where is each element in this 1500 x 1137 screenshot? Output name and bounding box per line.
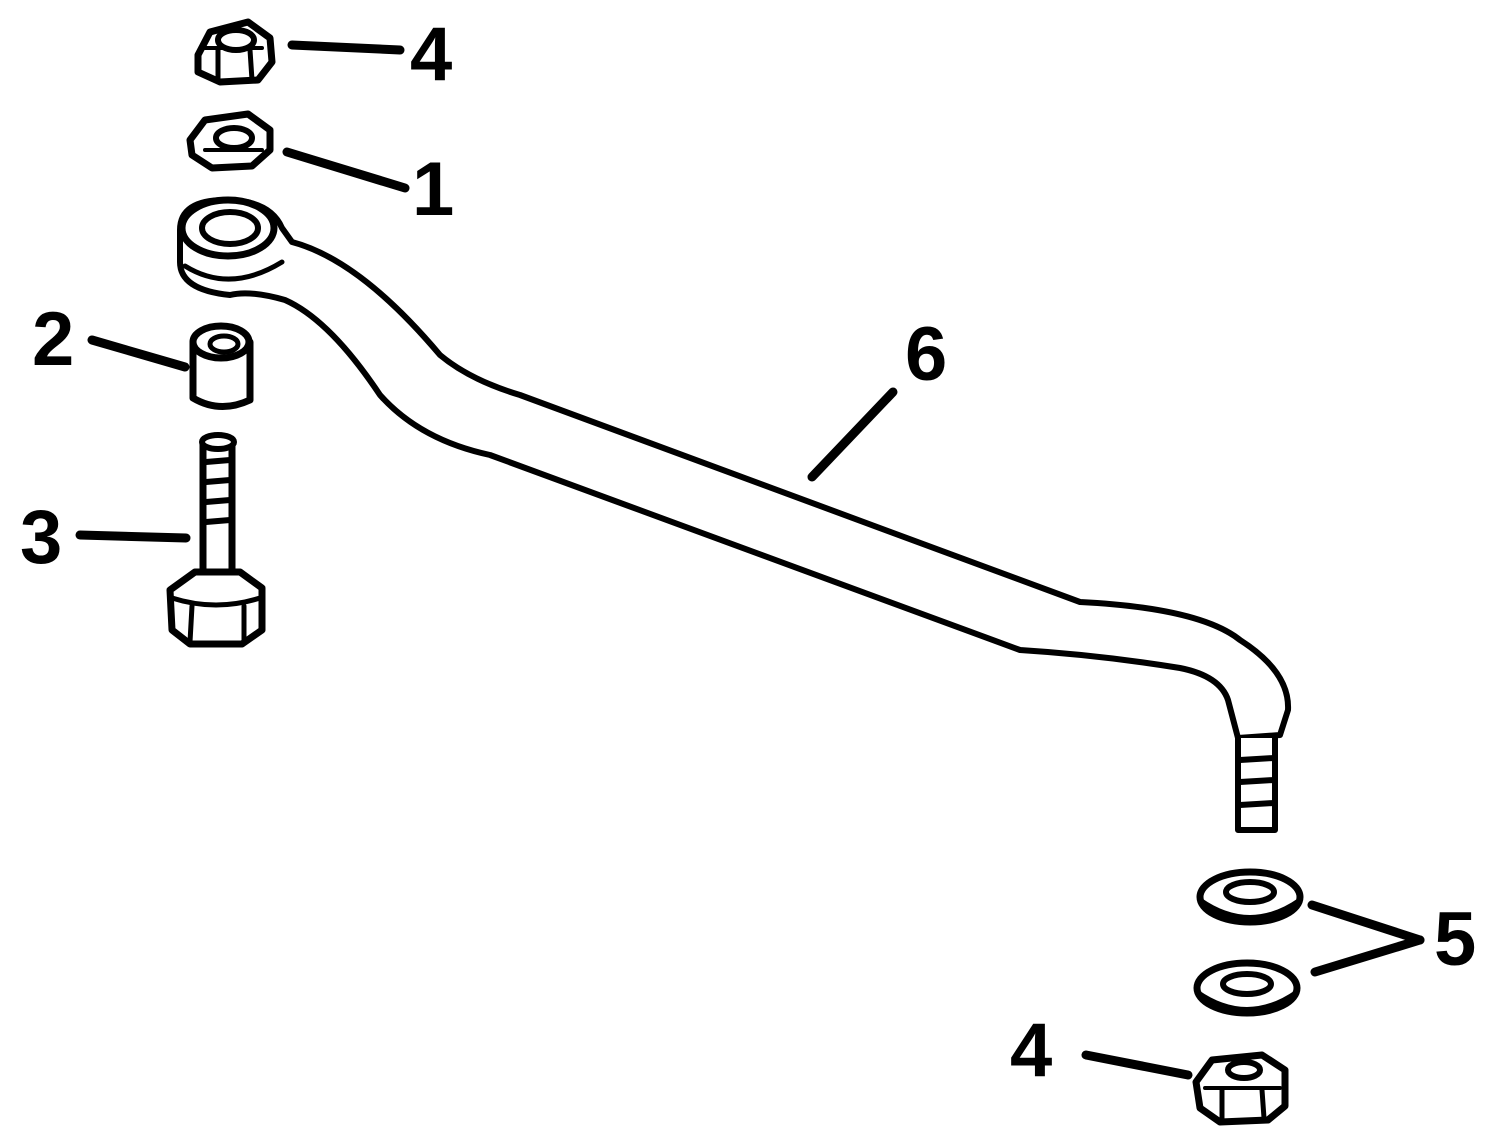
callout-5: 5 bbox=[1434, 897, 1476, 982]
washer-lower bbox=[1193, 959, 1301, 1017]
leader-5-upper bbox=[1307, 900, 1425, 945]
callout-4-top: 4 bbox=[410, 12, 452, 97]
callout-6: 6 bbox=[905, 312, 947, 397]
spacer-bushing bbox=[189, 322, 254, 410]
leader-4-top bbox=[287, 40, 405, 55]
leader-3 bbox=[75, 530, 191, 543]
callout-4-bottom: 4 bbox=[1010, 1008, 1052, 1093]
leader-1 bbox=[282, 147, 410, 193]
leader-4-bottom bbox=[1081, 1050, 1193, 1080]
callout-1: 1 bbox=[412, 147, 454, 232]
leader-2 bbox=[87, 335, 190, 372]
leader-5-lower bbox=[1310, 935, 1425, 977]
flanged-bolt bbox=[166, 432, 266, 648]
callout-2: 2 bbox=[32, 297, 74, 382]
callout-3: 3 bbox=[20, 495, 62, 580]
washer-upper bbox=[1196, 868, 1304, 926]
nut-flat bbox=[186, 110, 274, 172]
link-rod bbox=[177, 196, 1292, 833]
lock-nut-bottom bbox=[1192, 1051, 1289, 1126]
lock-nut-top bbox=[194, 18, 276, 86]
leader-6 bbox=[807, 387, 898, 482]
leader-lines bbox=[75, 40, 1425, 1080]
